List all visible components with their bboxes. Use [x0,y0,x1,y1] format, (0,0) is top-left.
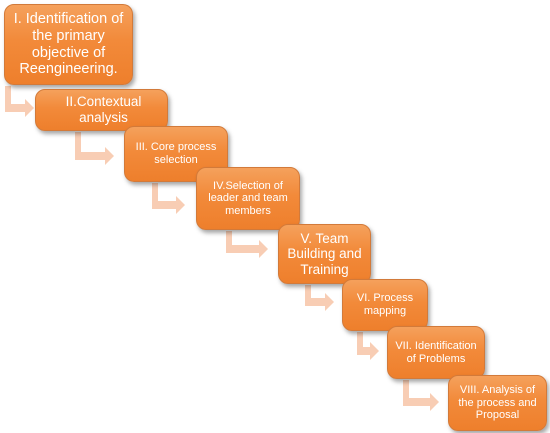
step-5-box: V. Team Building and Training [278,224,371,284]
arrow-7-to-8 [403,380,439,411]
step-7-label: VII. Identification of Problems [395,339,477,365]
step-3-label: III. Core process selection [135,141,217,166]
step-2-label: II.Contextual analysis [65,94,142,125]
step-8-box: VIII. Analysis of the process and Propos… [448,375,547,431]
step-1-label: I. Identification of the primary objecti… [13,11,124,78]
arrow-6-to-7 [357,332,379,360]
step-6-label: VI. Process mapping [356,292,414,317]
arrow-5-to-6 [305,285,334,311]
arrow-3-to-4 [152,183,185,214]
step-6-box: VI. Process mapping [342,279,428,331]
arrow-2-to-3 [75,132,114,165]
step-8-label: VIII. Analysis of the process and Propos… [458,384,537,422]
step-4-box: IV.Selection of leader and team members [196,167,300,230]
step-4-label: IV.Selection of leader and team members [208,179,288,217]
step-1-box: I. Identification of the primary objecti… [4,4,133,85]
arrow-4-to-5 [226,231,268,258]
arrow-1-to-2 [5,86,34,117]
step-2-box: II.Contextual analysis [35,89,168,131]
step-7-box: VII. Identification of Problems [387,326,485,379]
step-5-label: V. Team Building and Training [287,230,362,277]
step-3-box: III. Core process selection [124,126,228,182]
